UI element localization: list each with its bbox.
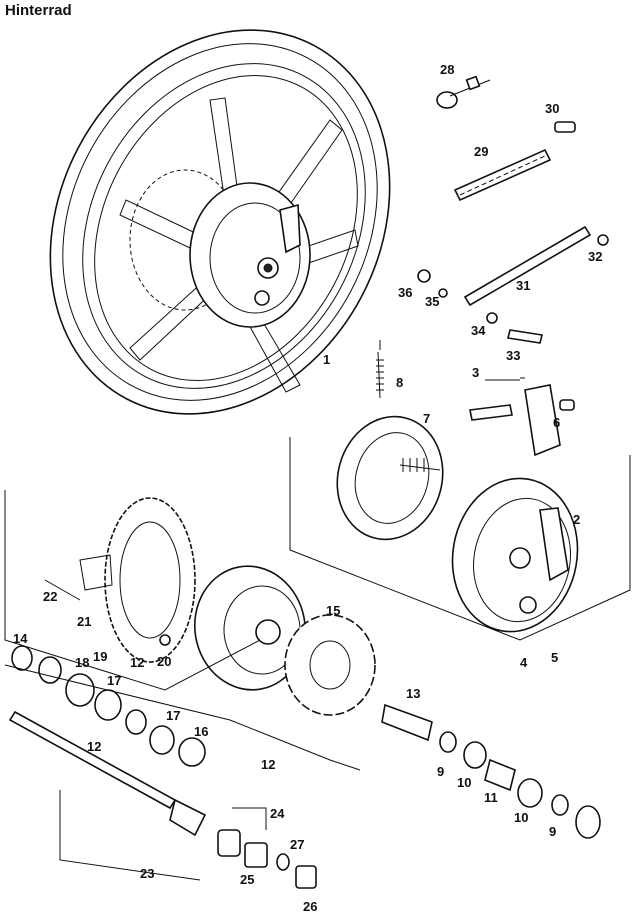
- spacer-bushing: [381, 703, 433, 742]
- label-10b: 10: [514, 810, 528, 825]
- label-20: 20: [157, 654, 171, 669]
- brake-shoes: [336, 415, 444, 541]
- leader-lines: [4, 340, 631, 881]
- label-15: 15: [326, 603, 340, 618]
- label-8: 8: [396, 375, 403, 390]
- label-13: 13: [406, 686, 420, 701]
- label-28: 28: [440, 62, 454, 77]
- label-1: 1: [323, 352, 330, 367]
- drive-chain: [453, 148, 552, 202]
- label-12c: 12: [261, 757, 275, 772]
- label-22: 22: [43, 589, 57, 604]
- brake-cam-lever: [469, 384, 575, 457]
- label-30: 30: [545, 101, 559, 116]
- label-29: 29: [474, 144, 488, 159]
- label-31: 31: [516, 278, 530, 293]
- label-14: 14: [13, 631, 28, 646]
- part-number-labels: 1 2 3 4 5 6 7 8 9 9 10 10 11 12 12 12 13…: [13, 62, 602, 914]
- label-34: 34: [471, 323, 486, 338]
- torque-arm: [417, 225, 609, 344]
- label-18: 18: [75, 655, 89, 670]
- label-23: 23: [140, 866, 154, 881]
- label-16: 16: [194, 724, 208, 739]
- label-17a: 17: [107, 673, 121, 688]
- label-5: 5: [551, 650, 558, 665]
- label-17b: 17: [166, 708, 180, 723]
- label-9a: 9: [437, 764, 444, 779]
- brake-spring: [376, 351, 384, 399]
- label-21: 21: [77, 614, 91, 629]
- label-35: 35: [425, 294, 439, 309]
- chain-master-link: [554, 121, 576, 133]
- label-3: 3: [472, 365, 479, 380]
- label-19: 19: [93, 649, 107, 664]
- label-4: 4: [520, 655, 528, 670]
- label-7: 7: [423, 411, 430, 426]
- label-25: 25: [240, 872, 254, 887]
- label-36: 36: [398, 285, 412, 300]
- label-33: 33: [506, 348, 520, 363]
- sprocket-carrier: [193, 565, 307, 691]
- label-2: 2: [573, 512, 580, 527]
- bearings-right: [439, 731, 601, 839]
- label-10a: 10: [457, 775, 471, 790]
- rear-wheel: [49, 29, 391, 415]
- brake-plate: [451, 477, 579, 633]
- label-11: 11: [484, 790, 498, 805]
- label-12b: 12: [87, 739, 101, 754]
- label-24: 24: [270, 806, 285, 821]
- label-9b: 9: [549, 824, 556, 839]
- label-26: 26: [303, 899, 317, 914]
- label-6: 6: [553, 415, 560, 430]
- rear-sprocket: [44, 497, 196, 663]
- chain-adjuster: [436, 75, 491, 109]
- rear-axle: [8, 710, 317, 889]
- diagram-title: Hinterrad: [5, 2, 72, 19]
- label-27: 27: [290, 837, 304, 852]
- label-12a: 12: [130, 655, 144, 670]
- label-32: 32: [588, 249, 602, 264]
- bearings-left: [11, 645, 206, 767]
- cush-drive-rubbers: [284, 614, 376, 716]
